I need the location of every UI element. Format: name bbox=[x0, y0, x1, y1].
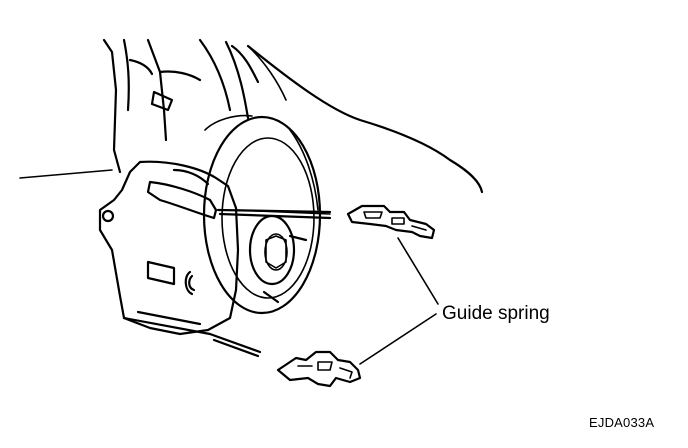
suspension-strut bbox=[102, 38, 260, 174]
fender-outline bbox=[19, 44, 484, 194]
upper-guide-spring bbox=[346, 204, 436, 240]
guide-spring-label: Guide spring bbox=[442, 303, 550, 324]
lower-guide-spring bbox=[276, 350, 362, 388]
callout-leader-lines bbox=[359, 237, 439, 365]
wheel-hub bbox=[248, 214, 308, 304]
brake-caliper bbox=[98, 160, 332, 358]
figure-code: EJDA033A bbox=[589, 415, 655, 430]
